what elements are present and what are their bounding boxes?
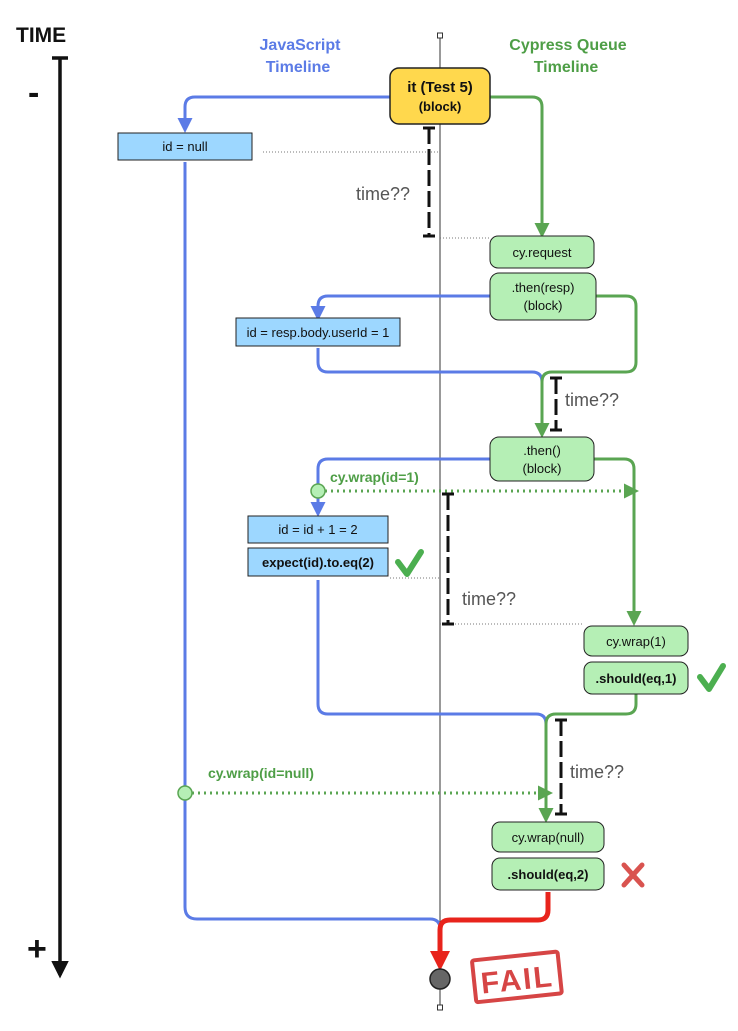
- test-block-title: it (Test 5): [407, 79, 473, 96]
- js-box-id-plus-text: id = id + 1 = 2: [278, 522, 357, 537]
- cy-box-then-resp-line1: .then(resp): [512, 280, 575, 295]
- cy-box-should2: .should(eq,2): [491, 857, 605, 891]
- reference-lines: [263, 151, 582, 625]
- cy-box-then: .then() (block): [489, 436, 595, 482]
- cy-box-wrap1-text: cy.wrap(1): [606, 634, 666, 649]
- cy-box-should1: .should(eq,1): [583, 661, 689, 695]
- time-axis-minus: -: [28, 74, 39, 112]
- js-box-id-null-text: id = null: [162, 139, 207, 154]
- wrap-arrows: [192, 483, 639, 801]
- cross-icon-should2: [621, 862, 645, 888]
- cy-box-request: cy.request: [489, 235, 595, 269]
- time-label-3: time??: [462, 589, 516, 609]
- time-axis-plus: +: [27, 930, 47, 968]
- js-box-id-resp-text: id = resp.body.userId = 1: [247, 325, 390, 340]
- js-box-expect: expect(id).to.eq(2): [247, 547, 389, 577]
- cy-box-then-resp-line2: (block): [523, 298, 562, 313]
- cy-box-wrap-null-text: cy.wrap(null): [512, 830, 585, 845]
- js-timeline-header-line1: JavaScript: [260, 37, 342, 54]
- cy-box-should2-text: .should(eq,2): [508, 867, 589, 882]
- cy-timeline-header-line2: Timeline: [534, 59, 599, 76]
- wrap-idnull-label: cy.wrap(id=null): [208, 765, 314, 781]
- js-box-expect-text: expect(id).to.eq(2): [262, 555, 374, 570]
- cy-box-should1-text: .should(eq,1): [596, 671, 677, 686]
- check-icon-should1: [697, 663, 726, 692]
- time-label-1: time??: [356, 184, 410, 204]
- wrap-origin-dot-1: [310, 483, 326, 499]
- fail-flow-line: [430, 892, 551, 971]
- end-node: [429, 968, 451, 990]
- js-timeline-header-line2: Timeline: [266, 59, 331, 76]
- time-axis-title: TIME: [16, 24, 66, 47]
- test-block: it (Test 5) (block): [389, 67, 491, 125]
- time-brackets: [423, 126, 567, 816]
- cy-box-wrap-null: cy.wrap(null): [491, 821, 605, 853]
- cy-box-then-resp: .then(resp) (block): [489, 272, 597, 321]
- cy-box-request-text: cy.request: [512, 245, 571, 260]
- divider-top-cap: [437, 32, 443, 39]
- cy-timeline-header-line1: Cypress Queue: [509, 37, 626, 54]
- cy-box-wrap1: cy.wrap(1): [583, 625, 689, 657]
- cy-box-then-line1: .then(): [523, 443, 561, 458]
- test-block-subtitle: (block): [419, 99, 462, 114]
- js-box-id-null: id = null: [117, 132, 253, 161]
- cy-box-then-line2: (block): [522, 461, 561, 476]
- js-box-id-plus: id = id + 1 = 2: [247, 515, 389, 544]
- wrap-id1-label: cy.wrap(id=1): [330, 469, 419, 485]
- divider-bottom-cap: [437, 1004, 443, 1011]
- check-icon-expect: [395, 549, 424, 577]
- fail-stamp-text: FAIL: [479, 960, 555, 1000]
- time-label-4: time??: [570, 762, 624, 782]
- time-label-2: time??: [565, 390, 619, 410]
- wrap-origin-dot-2: [177, 785, 193, 801]
- cy-flow-lines: [490, 95, 642, 820]
- fail-stamp: FAIL: [470, 949, 564, 1005]
- js-box-id-resp: id = resp.body.userId = 1: [235, 317, 401, 347]
